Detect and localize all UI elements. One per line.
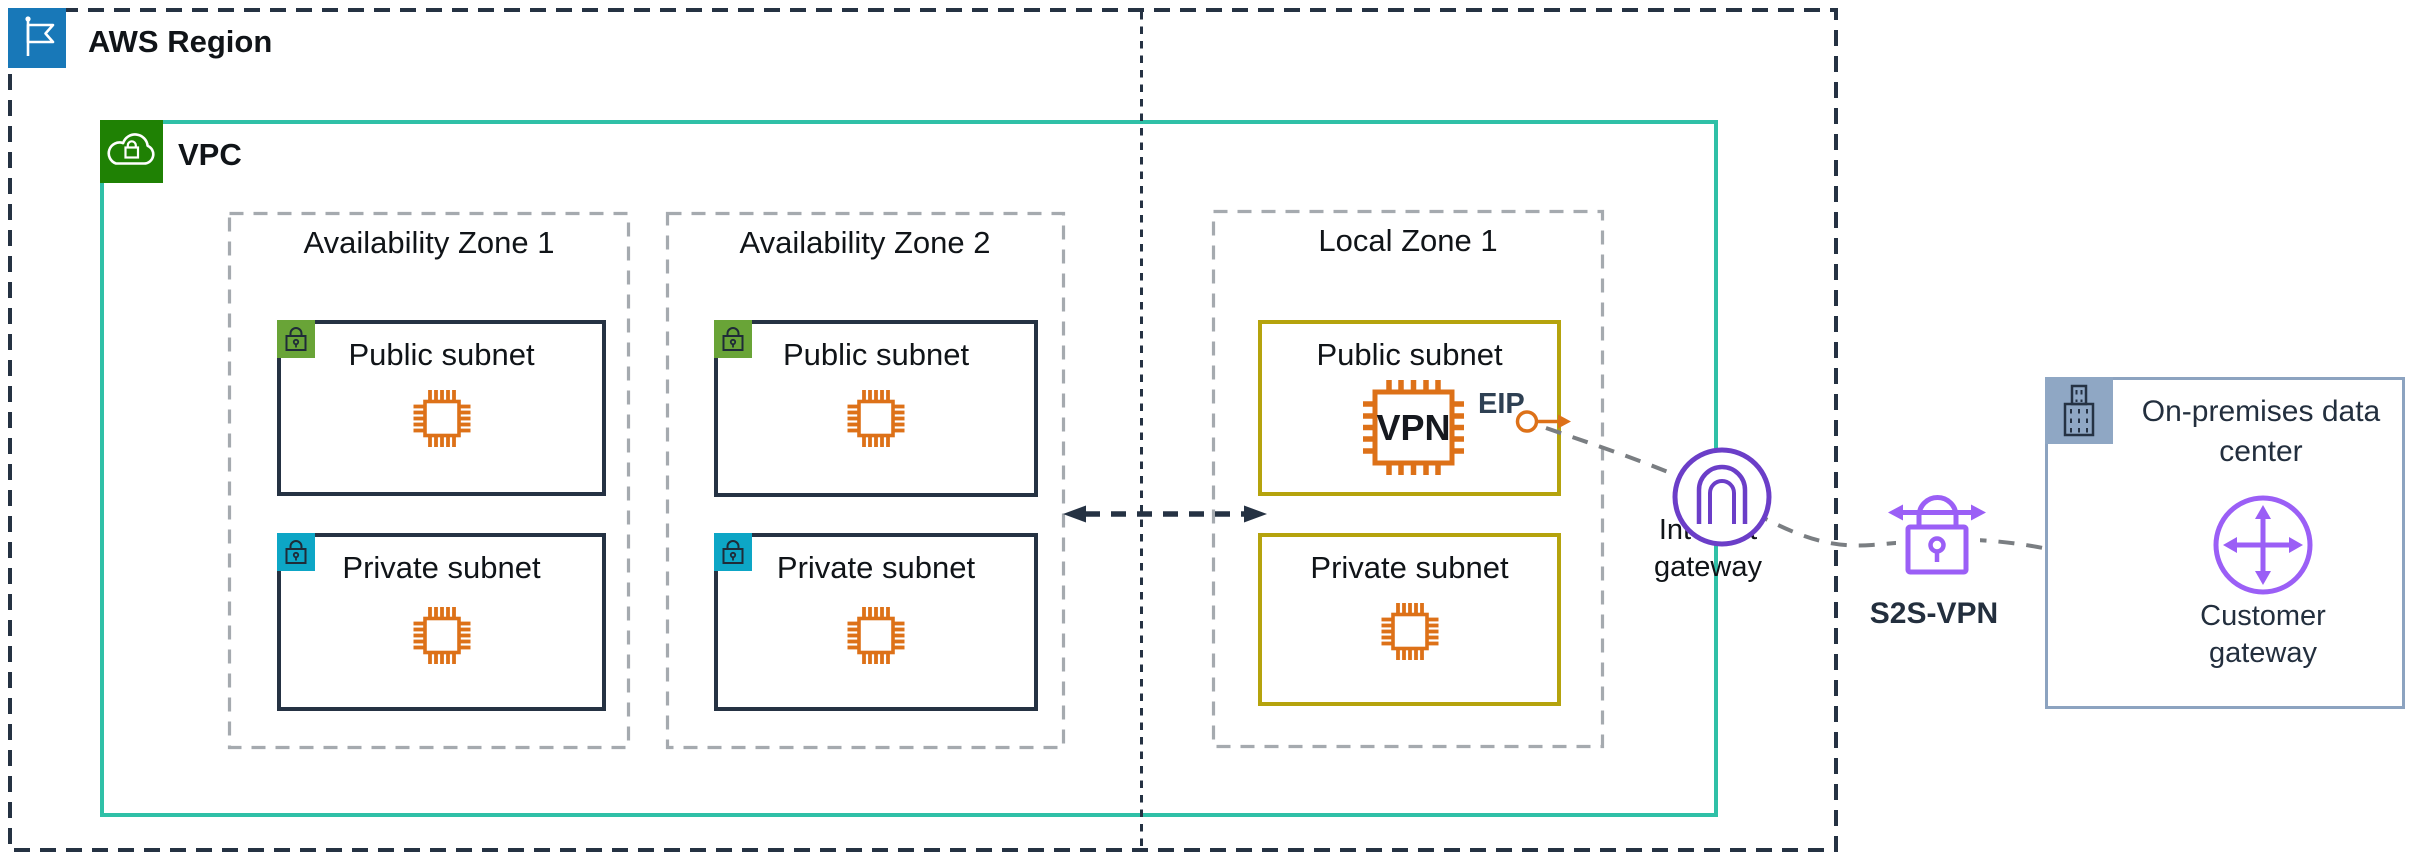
building-icon [2045, 377, 2113, 444]
vpc-cloud-lock-icon [100, 120, 163, 183]
vpc-badge [100, 120, 163, 183]
vpc-title: VPC [178, 137, 242, 172]
subnet-label: Public subnet [782, 337, 970, 372]
az1-public-subnet: Public subnet [277, 320, 606, 496]
private-subnet-lock-icon [714, 533, 752, 571]
availability-zone-1-title: Availability Zone 1 [303, 225, 555, 260]
az1-private-subnet: Private subnet [277, 533, 606, 711]
instance-chip-icon [413, 607, 470, 664]
internet-gateway-label: Internet gateway [1653, 514, 1762, 583]
subnet-label: Public subnet [1316, 337, 1503, 372]
vpn-chip-label: VPN [1376, 407, 1450, 448]
subnet-label: Public subnet [348, 337, 535, 372]
subnet-label: Private subnet [342, 550, 541, 585]
subnet-label: Private subnet [1310, 550, 1509, 585]
az2-private-subnet: Private subnet [714, 533, 1038, 711]
vpn-instance-chip-icon: VPN [1363, 380, 1464, 475]
public-subnet-lock-icon [277, 320, 315, 358]
instance-chip-icon [847, 390, 905, 447]
instance-chip-icon [847, 607, 905, 664]
s2s-vpn-icon [1888, 495, 1986, 576]
instance-chip-icon [413, 390, 470, 447]
customer-gateway-label: Customer gateway [2200, 600, 2326, 669]
private-subnet-lock-icon [277, 533, 315, 571]
instance-chip-icon [1381, 603, 1438, 660]
az2-public-subnet: Public subnet [714, 320, 1038, 497]
region-title: AWS Region [88, 24, 273, 59]
region-flag-icon [8, 8, 66, 68]
lz-private-subnet: Private subnet [1258, 533, 1561, 706]
lz-public-subnet: Public subnet VPN EIP [1258, 320, 1561, 496]
local-zone-1-title: Local Zone 1 [1318, 223, 1498, 258]
onprem-title: On-premises data center [2141, 395, 2381, 468]
onprem-badge [2045, 377, 2113, 444]
subnet-label: Private subnet [776, 550, 976, 585]
s2s-vpn-label: S2S-VPN [1869, 597, 1999, 630]
availability-zone-2-title: Availability Zone 2 [739, 225, 991, 260]
eip-label: EIP [1478, 388, 1525, 420]
aws-region-badge [8, 8, 66, 68]
public-subnet-lock-icon [714, 320, 752, 358]
